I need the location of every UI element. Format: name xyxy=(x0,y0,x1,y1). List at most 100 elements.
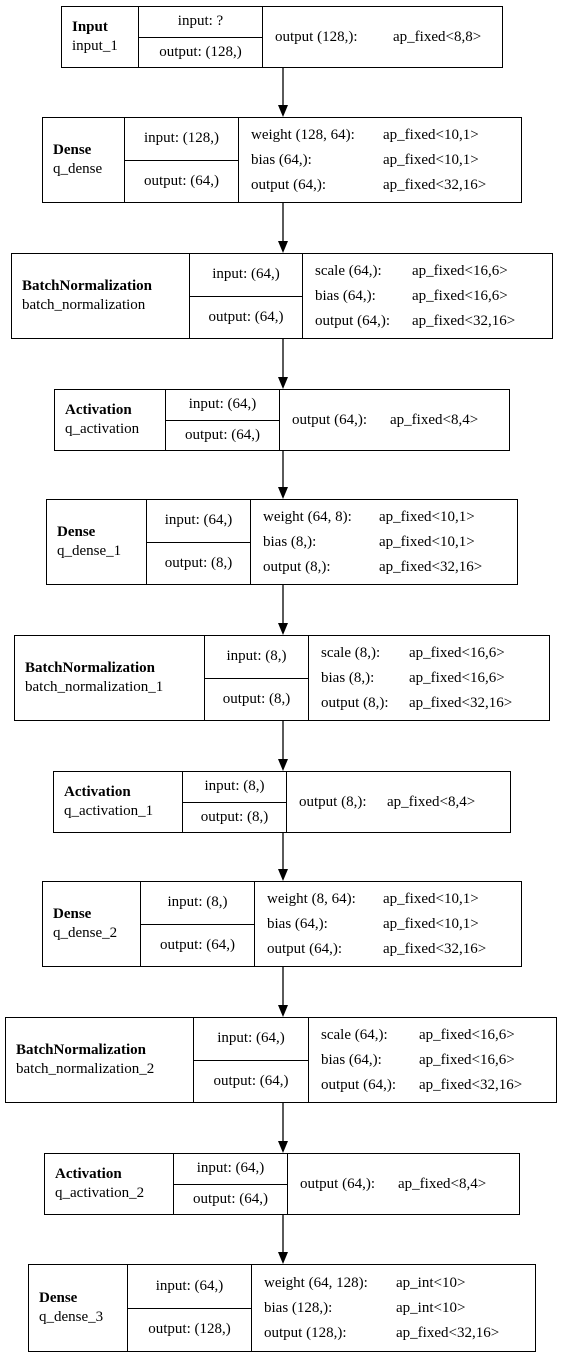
precision-row: weight (64, 128):ap_int<10> xyxy=(264,1271,499,1296)
edge-arrowhead xyxy=(278,1141,288,1153)
layer-precision: weight (8, 64):ap_fixed<10,1>bias (64,):… xyxy=(255,882,494,966)
param-name: bias (8,): xyxy=(263,533,317,550)
layer-type: Dense xyxy=(57,524,96,540)
layer-name: batch_normalization_2 xyxy=(16,1061,155,1077)
layer-name: q_dense xyxy=(53,161,103,177)
layer-output-shape: output: (64,) xyxy=(125,159,238,203)
param-name: scale (8,): xyxy=(321,644,381,661)
layer-type: Dense xyxy=(39,1290,78,1306)
layer-precision: weight (64, 128):ap_int<10>bias (128,): a… xyxy=(252,1265,507,1351)
layer-type: Dense xyxy=(53,142,92,158)
param-name: weight (64, 8): xyxy=(263,508,352,525)
precision-row: output (64,):ap_fixed<32,16> xyxy=(251,173,486,198)
layer-precision: scale (64,): ap_fixed<16,6>bias (64,):ap_… xyxy=(303,254,523,338)
layer-precision: weight (128, 64):ap_fixed<10,1>bias (64,… xyxy=(239,118,494,202)
precision-row: output (128,):ap_fixed<32,16> xyxy=(264,1321,499,1346)
param-name: output (64,): xyxy=(267,940,342,957)
edge-arrowhead xyxy=(278,241,288,253)
precision-row: output (128,): ap_fixed<8,8> xyxy=(275,25,481,50)
layer-io: input: (64,)output: (64,) xyxy=(166,390,280,450)
param-name: scale (64,): xyxy=(315,262,382,279)
layer-name: batch_normalization xyxy=(22,297,146,313)
layer-node: Activation q_activation_2 input: (64,)outp… xyxy=(44,1153,520,1215)
layer-type: Activation xyxy=(55,1166,122,1182)
layer-io: input: (8,)output: (8,) xyxy=(205,636,309,720)
layer-output-shape: output: (8,) xyxy=(147,541,250,585)
param-type: ap_fixed<32,16> xyxy=(396,1324,500,1341)
precision-row: output (8,): ap_fixed<8,4> xyxy=(299,790,475,815)
param-type: ap_fixed<32,16> xyxy=(383,176,487,193)
layer-io: input: (8,)output: (8,) xyxy=(183,772,287,832)
layer-name: q_activation_2 xyxy=(55,1185,145,1201)
precision-row: bias (64,):ap_fixed<10,1> xyxy=(267,912,486,937)
param-type: ap_fixed<8,4> xyxy=(387,793,476,810)
layer-io: input: (64,)output: (64,) xyxy=(190,254,303,338)
param-type: ap_fixed<32,16> xyxy=(409,694,513,711)
layer-type: Input xyxy=(72,19,108,35)
precision-row: weight (64, 8): ap_fixed<10,1> xyxy=(263,505,482,530)
param-type: ap_fixed<32,16> xyxy=(412,312,516,329)
param-name: weight (128, 64): xyxy=(251,126,355,143)
param-type: ap_fixed<10,1> xyxy=(379,533,475,550)
precision-row: bias (128,): ap_int<10> xyxy=(264,1296,499,1321)
precision-row: bias (64,):ap_fixed<10,1> xyxy=(251,148,486,173)
layer-io: input: (128,) output: (64,) xyxy=(125,118,239,202)
param-type: ap_int<10> xyxy=(396,1299,466,1316)
layer-type: Activation xyxy=(64,784,131,800)
edge-arrowhead xyxy=(278,105,288,117)
param-name: output (8,): xyxy=(321,694,389,711)
precision-row: bias (64,):ap_fixed<16,6> xyxy=(315,284,515,309)
precision-row: weight (8, 64):ap_fixed<10,1> xyxy=(267,887,486,912)
layer-input-shape: input: (64,) xyxy=(217,1030,285,1047)
layer-type: Activation xyxy=(65,402,132,418)
layer-input-shape: input: (64,) xyxy=(164,512,233,529)
precision-row: bias (64,):ap_fixed<16,6> xyxy=(321,1048,522,1073)
param-name: output (8,): xyxy=(299,793,367,810)
param-type: ap_fixed<16,6> xyxy=(412,262,508,279)
param-type: ap_fixed<16,6> xyxy=(419,1026,515,1043)
param-name: output (64,): xyxy=(315,312,390,329)
precision-row: bias (8,):ap_fixed<16,6> xyxy=(321,666,512,691)
precision-row: output (8,):ap_fixed<32,16> xyxy=(263,555,482,580)
precision-row: output (64,):ap_fixed<8,4> xyxy=(292,408,478,433)
param-type: ap_fixed<32,16> xyxy=(383,940,487,957)
param-type: ap_fixed<10,1> xyxy=(379,508,475,525)
layer-input-shape: input: (8,) xyxy=(167,894,228,911)
edge-arrowhead xyxy=(278,869,288,881)
layer-io: input: (8,)output: (64,) xyxy=(141,882,255,966)
param-name: output (8,): xyxy=(263,558,331,575)
layer-name: q_dense_2 xyxy=(53,925,118,941)
param-name: bias (64,): xyxy=(321,1051,382,1068)
precision-row: output (64,):ap_fixed<32,16> xyxy=(321,1073,522,1098)
param-type: ap_fixed<10,1> xyxy=(383,915,479,932)
layer-io: input: (64,)output: (64,) xyxy=(174,1154,288,1214)
precision-row: output (64,):ap_fixed<8,4> xyxy=(300,1172,486,1197)
param-name: bias (128,): xyxy=(264,1299,333,1316)
layer-io: input: (64,)output: (64,) xyxy=(194,1018,309,1102)
param-name: bias (64,): xyxy=(251,151,312,168)
layer-output-shape: output: (8,) xyxy=(205,677,308,721)
precision-row: scale (64,):ap_fixed<16,6> xyxy=(321,1023,522,1048)
edge-arrowhead xyxy=(278,377,288,389)
layer-label: Activation q_activation_2 xyxy=(45,1154,174,1214)
param-name: output (128,): xyxy=(275,28,358,45)
param-type: ap_fixed<8,8> xyxy=(393,28,482,45)
edge-arrowhead xyxy=(278,1252,288,1264)
precision-row: output (8,): ap_fixed<32,16> xyxy=(321,691,512,716)
layer-input-shape: input: (128,) xyxy=(144,130,219,147)
precision-row: scale (8,):ap_fixed<16,6> xyxy=(321,641,512,666)
param-type: ap_fixed<8,4> xyxy=(398,1175,487,1192)
layer-output-shape: output: (128,) xyxy=(128,1307,251,1352)
